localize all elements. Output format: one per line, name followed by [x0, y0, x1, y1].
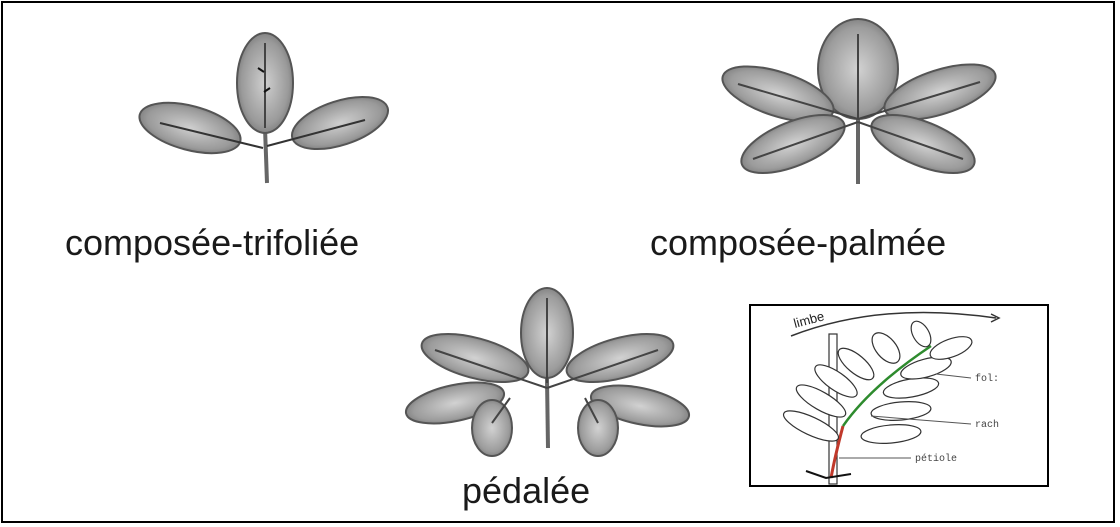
palmate-leaf-illustration — [718, 14, 1018, 189]
label-composee-trifoliee: composée-trifoliée — [65, 222, 359, 264]
inset-leaf-anatomy: limbe fol: rach pétiole — [749, 304, 1049, 487]
inset-label-rach: rach — [975, 419, 999, 431]
inset-label-petiole: pétiole — [915, 453, 957, 465]
label-composee-palmee: composée-palmée — [650, 222, 946, 264]
trifoliate-leaf-illustration — [130, 28, 410, 188]
inset-label-limbe: limbe — [792, 308, 826, 331]
pedate-leaf-illustration — [400, 288, 720, 463]
inset-label-foli: fol: — [975, 373, 999, 385]
inset-diagram: limbe fol: rach pétiole — [751, 306, 1047, 485]
label-pedalee: pédalée — [462, 470, 590, 512]
